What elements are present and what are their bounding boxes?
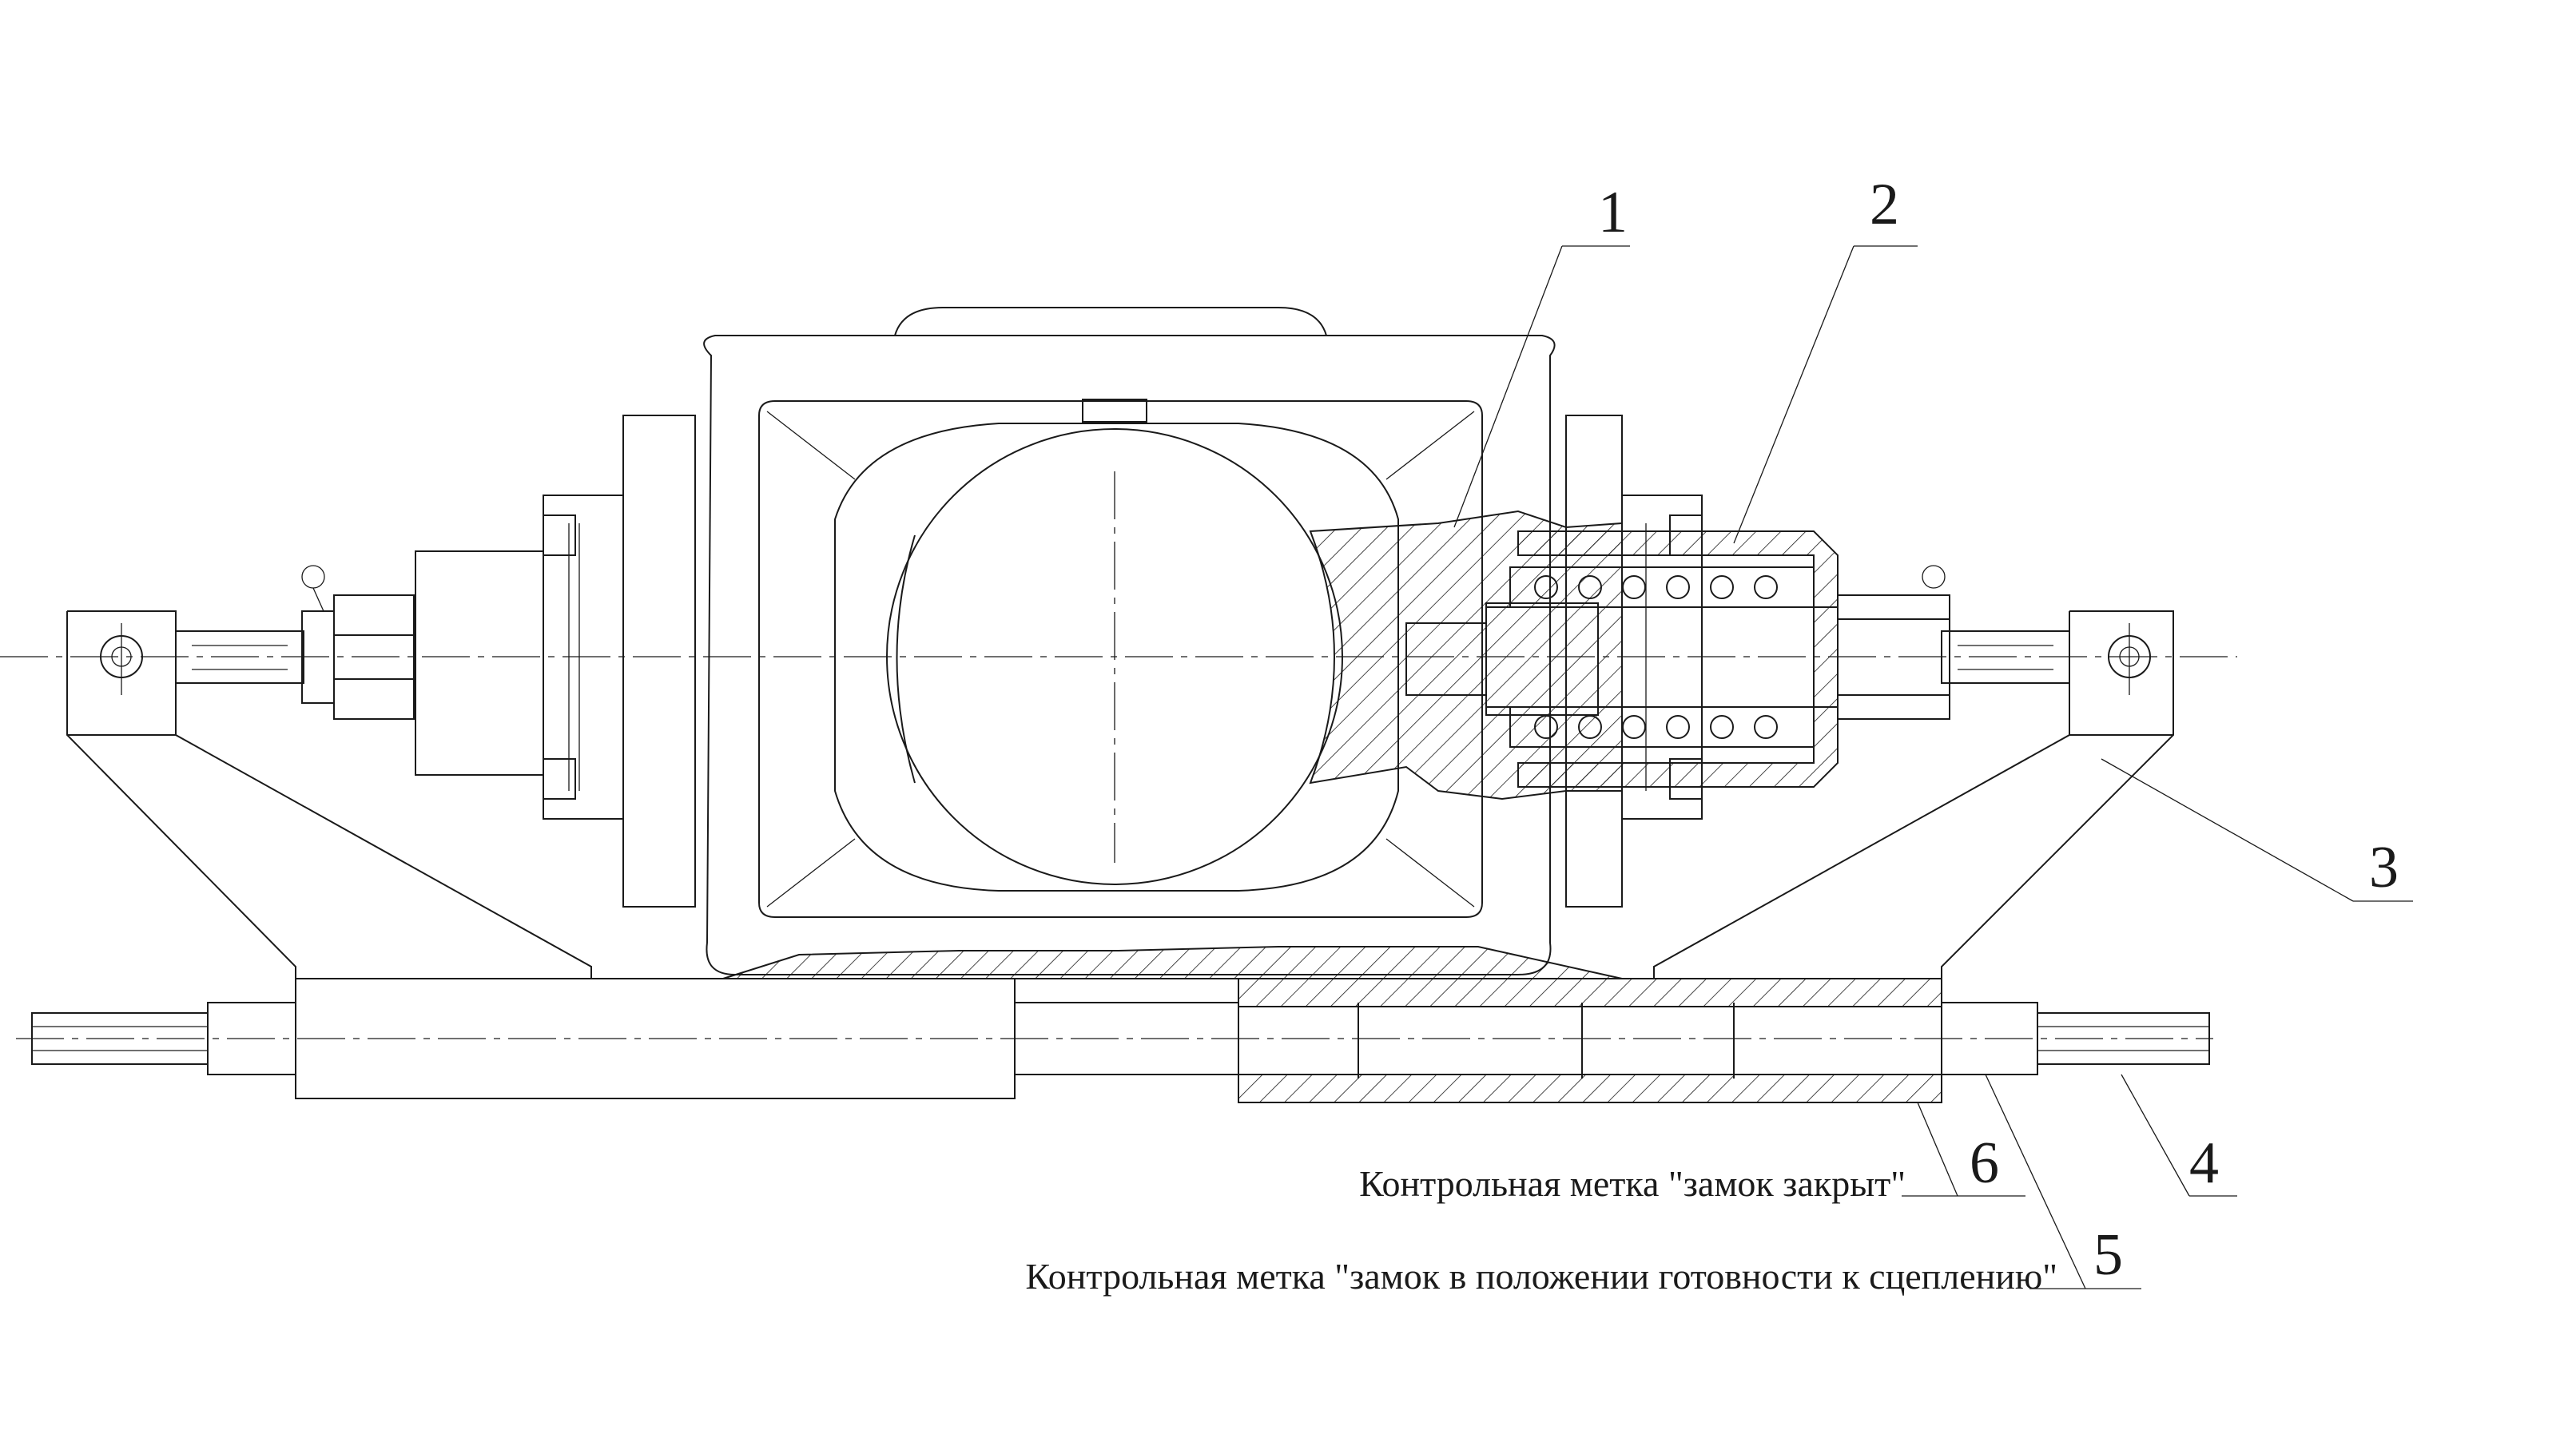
notes: Контрольная метка "замок закрыт" Контрол… xyxy=(1025,1163,2057,1297)
spring-coils-bottom xyxy=(1534,715,1778,739)
link-rods xyxy=(175,630,2070,684)
callout-6: 6 xyxy=(1970,1130,1999,1196)
lock-section xyxy=(1309,510,1623,800)
spring-housing xyxy=(1485,530,1839,788)
center-axes xyxy=(0,471,2237,1039)
left-flange xyxy=(543,415,696,908)
spring-coils-top xyxy=(1534,575,1778,599)
note-lock-ready: Контрольная метка "замок в положении гот… xyxy=(1025,1256,2057,1297)
coupler-body xyxy=(703,307,1556,975)
callout-4: 4 xyxy=(2189,1130,2219,1196)
callout-3: 3 xyxy=(2369,835,2399,900)
body-bottom-section xyxy=(722,946,1623,979)
right-nut xyxy=(1837,565,1950,720)
left-nut xyxy=(301,550,544,776)
lower-shaft xyxy=(31,978,2210,1103)
callout-labels: 1 2 3 4 5 6 xyxy=(1598,172,2399,1288)
left-bracket xyxy=(66,610,592,979)
callout-1: 1 xyxy=(1598,180,1628,245)
callout-2: 2 xyxy=(1870,172,1899,237)
callout-5: 5 xyxy=(2093,1222,2123,1288)
leader-lines xyxy=(1453,245,2413,1289)
note-lock-closed: Контрольная метка "замок закрыт" xyxy=(1359,1163,1906,1204)
right-bracket xyxy=(1653,610,2174,979)
